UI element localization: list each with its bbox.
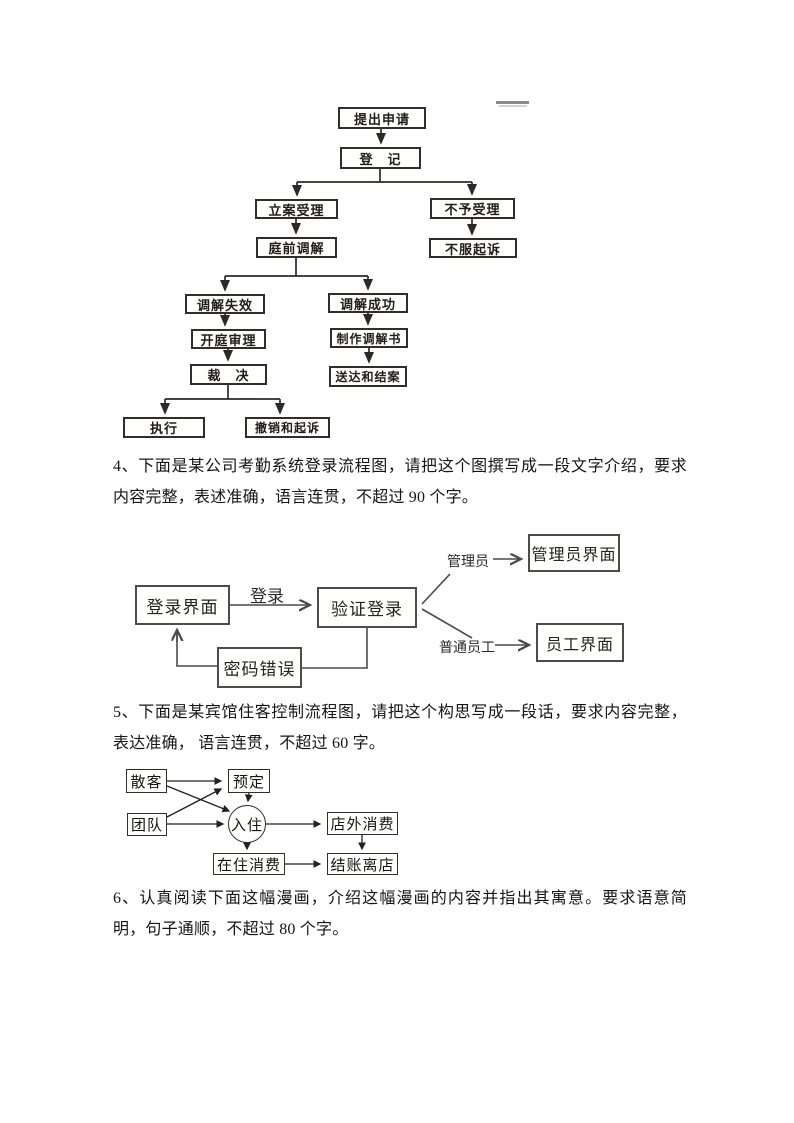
flow-node-accept-label: 立案受理 xyxy=(268,202,325,218)
flow-node-pwd-error-label: 密码错误 xyxy=(223,660,296,679)
flow-node-verify: 验证登录 xyxy=(317,587,417,628)
flow-node-pretrial: 庭前调解 xyxy=(256,237,337,258)
flow-node-appeal-label: 不服起诉 xyxy=(444,241,501,257)
flow-node-success-label: 调解成功 xyxy=(339,296,396,312)
flow-node-verdict-label: 裁 决 xyxy=(207,368,250,383)
question-4-text: 4、下面是某公司考勤系统登录流程图，请把这个图撰写成一段文字介绍，要求内容完整，… xyxy=(113,458,687,506)
flow-node-checkout: 结账离店 xyxy=(327,853,398,875)
flow-node-verify-label: 验证登录 xyxy=(331,600,403,619)
flow-node-checkin-label: 入住 xyxy=(230,817,263,834)
flow-node-revoke: 撤销和起诉 xyxy=(245,417,330,438)
flow-node-admin-ui-label: 管理员界面 xyxy=(531,547,617,564)
flow-node-execute: 执行 xyxy=(123,417,205,438)
flow-node-outside-label: 店外消费 xyxy=(330,817,395,833)
flow-node-accept: 立案受理 xyxy=(255,199,338,219)
flow-node-reserve-label: 预定 xyxy=(232,774,265,791)
flow-node-fail-label: 调解失效 xyxy=(196,297,253,313)
flow-node-group-label: 团队 xyxy=(130,818,163,834)
flow-node-revoke-label: 撤销和起诉 xyxy=(254,421,320,435)
flow-node-doc: 制作调解书 xyxy=(330,328,408,348)
question-5-text: 5、下面是某宾馆住客控制流程图，请把这个构思写成一段话，要求内容完整，表达准确，… xyxy=(113,704,687,752)
flow-node-staff-ui-label: 员工界面 xyxy=(545,636,614,654)
edge-label-admin: 管理员 xyxy=(447,555,489,570)
flow-node-fail: 调解失效 xyxy=(185,294,265,314)
flow-node-outside: 店外消费 xyxy=(327,812,398,835)
login-flowchart-arrows xyxy=(130,530,630,669)
flow-node-admin-ui: 管理员界面 xyxy=(528,534,620,572)
court-flowchart: 提出申请 登 记 立案受理 不予受理 庭前调解 不服起诉 调解失效 调解成功 开… xyxy=(110,95,530,455)
flow-node-reserve: 预定 xyxy=(228,769,270,793)
flow-node-walkin-label: 散客 xyxy=(130,774,163,791)
flow-node-group: 团队 xyxy=(127,813,167,836)
flow-node-checkout-label: 结账离店 xyxy=(330,857,395,874)
flow-node-login-ui-label: 登录界面 xyxy=(146,597,219,617)
court-flowchart-arrows xyxy=(159,129,478,415)
flow-node-hearing: 开庭审理 xyxy=(191,329,266,349)
flow-node-pwd-error: 密码错误 xyxy=(217,647,302,688)
flow-node-appeal: 不服起诉 xyxy=(429,238,517,258)
flow-node-close: 送达和结案 xyxy=(329,366,407,387)
flow-node-success: 调解成功 xyxy=(328,293,408,313)
flow-node-apply: 提出申请 xyxy=(338,107,426,129)
flow-node-reject: 不予受理 xyxy=(430,198,515,219)
flow-node-hearing-label: 开庭审理 xyxy=(200,332,257,348)
flow-node-apply-label: 提出申请 xyxy=(353,111,410,127)
hotel-flowchart-arrows xyxy=(166,777,366,868)
flow-node-register-label: 登 记 xyxy=(359,151,402,167)
flow-node-execute-label: 执行 xyxy=(149,421,178,436)
flow-node-instay: 在住消费 xyxy=(213,853,285,875)
login-flowchart: 登录界面 验证登录 管理员界面 员工界面 密码错误 登录 管理员 普通员工 xyxy=(130,530,630,695)
flow-node-login-ui: 登录界面 xyxy=(135,585,230,625)
flow-node-pretrial-label: 庭前调解 xyxy=(268,241,325,256)
edge-label-login: 登录 xyxy=(250,587,284,606)
edge-label-staff: 普通员工 xyxy=(439,641,495,656)
hotel-flowchart: 散客 团队 预定 入住 店外消费 在住消费 结账离店 xyxy=(115,762,415,880)
flow-node-doc-label: 制作调解书 xyxy=(336,331,402,346)
flow-node-close-label: 送达和结案 xyxy=(335,370,401,384)
flow-node-checkin: 入住 xyxy=(228,805,266,843)
flow-node-register: 登 记 xyxy=(340,147,421,169)
flow-node-walkin: 散客 xyxy=(126,769,167,793)
flow-node-reject-label: 不予受理 xyxy=(444,202,501,217)
flow-node-staff-ui: 员工界面 xyxy=(536,623,624,662)
flow-node-instay-label: 在住消费 xyxy=(216,857,281,874)
scan-smudge-artifact xyxy=(496,101,529,104)
scan-smudge-artifact-2 xyxy=(499,105,527,107)
flow-node-verdict: 裁 决 xyxy=(190,364,267,385)
question-6-text: 6、认真阅读下面这幅漫画，介绍这幅漫画的内容并指出其寓意。要求语意简明，句子通顺… xyxy=(113,890,687,938)
